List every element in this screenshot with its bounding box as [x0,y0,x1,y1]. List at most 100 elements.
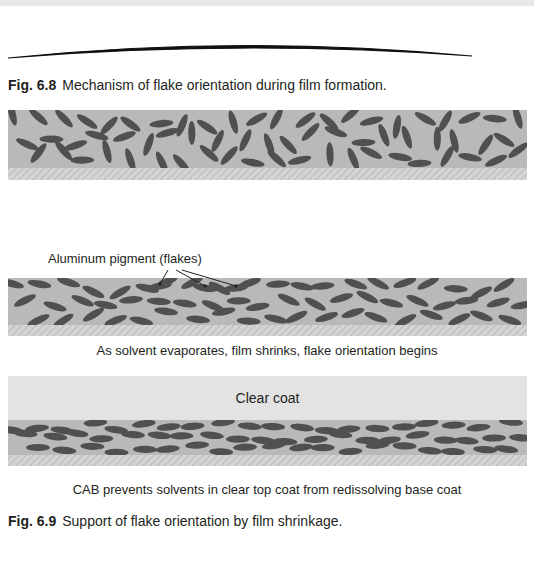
flake [326,142,334,166]
flake [119,114,143,134]
stage-note: CAB prevents solvents in clear top coat … [73,482,462,497]
flake [343,278,368,292]
flake [338,447,362,455]
flake [263,313,288,325]
flake [355,288,380,305]
flake [432,299,457,312]
figure-caption: Mechanism of flake orientation during fi… [62,77,386,93]
flake [39,135,63,143]
flake [458,151,483,163]
flake [345,146,361,168]
flake [169,432,193,439]
flake [245,301,270,312]
flake [290,422,315,432]
flake [147,431,172,441]
flake [227,297,251,305]
flake [457,110,482,126]
flake [499,420,524,427]
flake [8,110,19,126]
flake [209,448,233,455]
flake [238,422,263,431]
flake [148,281,173,291]
flake [416,278,441,292]
flake [13,429,37,438]
leader-lines [158,270,237,288]
flake [413,110,437,128]
flake [287,154,312,167]
flake [13,292,38,309]
flake [492,130,516,149]
flake [494,444,519,454]
flake [400,125,415,150]
flake [112,129,137,144]
flake [233,443,257,451]
flakes [8,110,527,168]
flake [198,143,221,164]
figure-caption: Support of flake orientation by film shr… [62,513,342,529]
flake [156,422,181,432]
flake [276,291,301,308]
flake [359,144,384,161]
flake [211,306,236,318]
flake [454,296,479,306]
flake [392,442,416,450]
flake [393,312,418,325]
flake [310,281,335,290]
flake [224,283,249,293]
flake [237,128,254,153]
flake [186,315,211,325]
flake [405,430,430,440]
flake [43,299,68,313]
flake [438,144,456,168]
flake [154,150,171,168]
flake [80,442,104,450]
flake [447,311,472,325]
flake [93,299,118,310]
flake [240,157,265,168]
flake [314,310,339,324]
flake [405,293,430,309]
flake [339,110,362,125]
substrate [8,455,527,466]
flake [418,446,443,455]
flake [141,132,156,157]
flake [147,297,171,306]
flake [261,422,285,431]
flake [434,127,441,151]
flake [366,278,391,292]
flake [261,440,286,450]
flake [340,306,365,320]
flake [64,428,89,438]
flake [27,110,50,127]
flake [75,112,99,131]
flake [53,110,75,130]
flake [154,306,179,317]
stage-note: As solvent evaporates, film shrinks, fla… [96,343,437,358]
flake [328,430,353,439]
flake [121,430,145,439]
flake [506,140,527,160]
flake [218,144,239,167]
flake [419,308,444,323]
film-arc [8,45,472,58]
flake [28,141,48,164]
flake [188,121,195,145]
flake [200,430,225,440]
figure-number: Fig. 6.8 [8,77,56,93]
flake [391,114,402,139]
flake [174,113,190,138]
flake [211,420,236,427]
flake [83,420,107,427]
shrinking-film [8,278,527,325]
flake [510,299,527,310]
flake [511,110,525,130]
flake [304,435,328,443]
flake [155,444,180,453]
flake [266,280,290,288]
flake [15,136,40,152]
clear-coat-band: Clear coat [8,376,527,420]
flake [70,293,95,309]
flake [119,295,144,305]
flake [26,312,51,325]
